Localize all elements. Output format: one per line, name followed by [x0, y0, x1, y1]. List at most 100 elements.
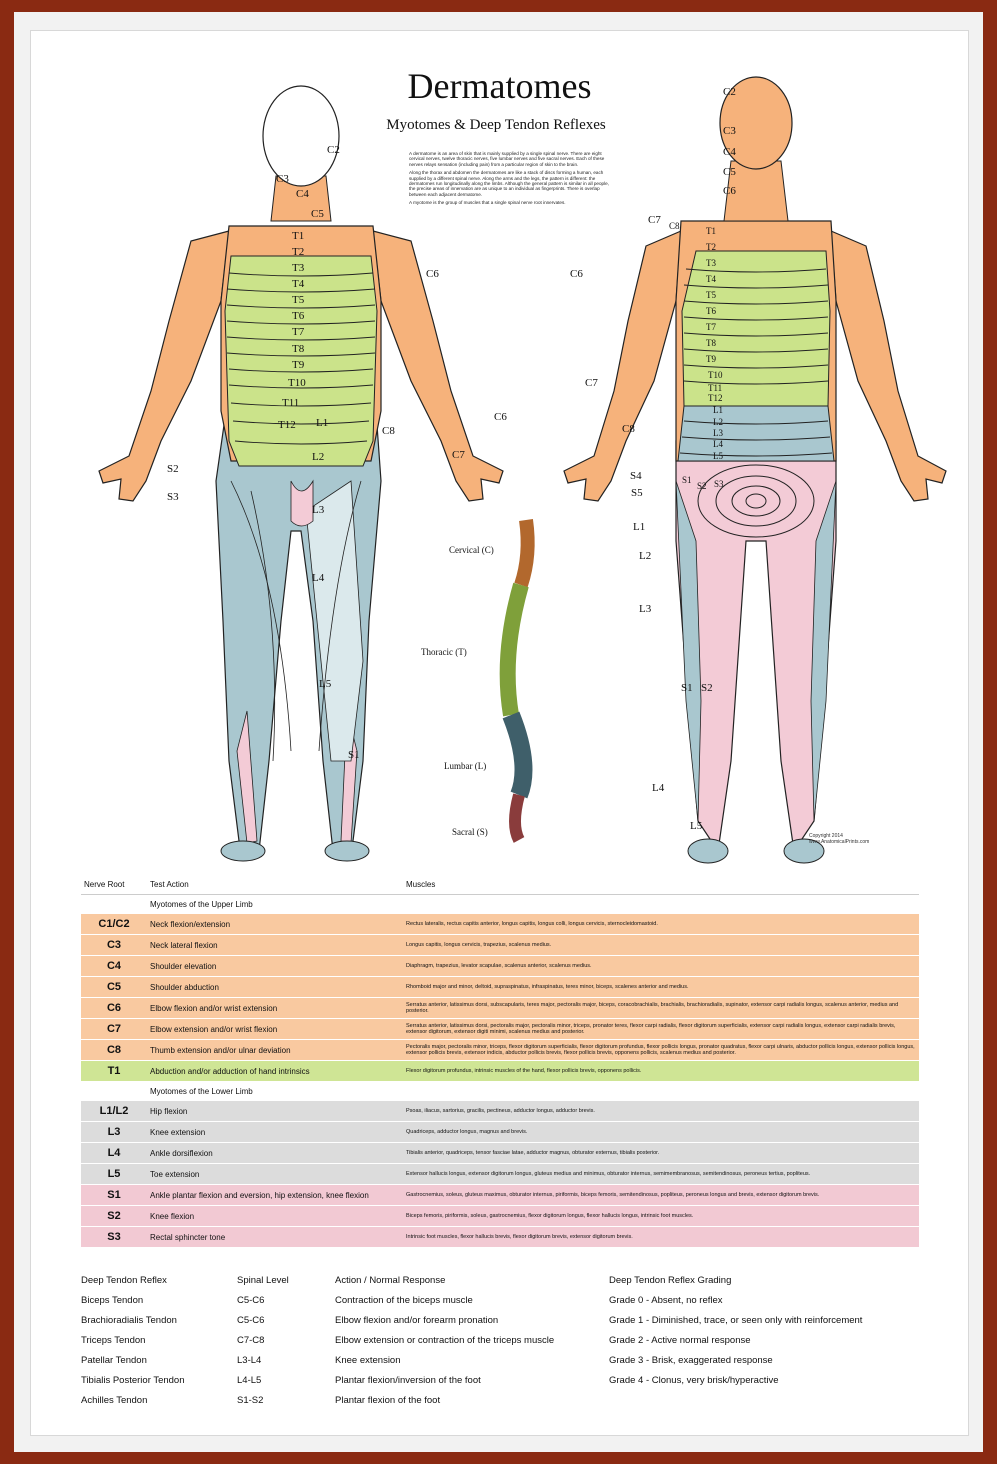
front-label-s3: S3: [167, 491, 179, 503]
back-label-t1: T1: [706, 226, 716, 236]
myotome-muscles: Pectoralis major, pectoralis minor, tric…: [403, 1039, 919, 1061]
back-leg-label-s2: S2: [701, 682, 713, 694]
back-right-arm: [830, 230, 947, 502]
back-label-c6: C6: [723, 185, 736, 197]
section-row: Myotomes of the Upper Limb: [81, 894, 919, 914]
myotome-root: L5: [81, 1163, 147, 1185]
myotome-action: Hip flexion: [147, 1100, 403, 1122]
myotome-root: C6: [81, 997, 147, 1019]
spine-illustration: [499, 519, 535, 843]
myotome-action: Ankle plantar flexion and eversion, hip …: [147, 1184, 403, 1206]
header-muscles: Muscles: [403, 874, 919, 895]
front-label-t1: T1: [292, 230, 305, 242]
front-label-s2: S2: [167, 463, 179, 475]
reflex-header-response: Action / Normal Response: [335, 1275, 446, 1286]
copyright-url: www.AnatomicalPrints.com: [809, 839, 870, 845]
front-label-c6: C6: [426, 268, 439, 280]
myotome-root: L4: [81, 1142, 147, 1164]
back-left-foot: [687, 838, 729, 864]
myotome-root: C8: [81, 1039, 147, 1061]
front-label-c2: C2: [327, 144, 340, 156]
back-label-c8-hand: C8: [622, 423, 635, 435]
front-label-l3: L3: [312, 504, 325, 516]
front-label-l5: L5: [319, 678, 332, 690]
back-label-s4: S4: [630, 470, 642, 482]
back-left-arm: [563, 230, 682, 502]
back-thoracic-bands: [679, 268, 833, 457]
poster-subtitle: Myotomes & Deep Tendon Reflexes: [386, 117, 606, 133]
front-label-t9: T9: [292, 359, 305, 371]
reflex-name: Triceps Tendon: [81, 1335, 146, 1346]
spine-cervical: [514, 519, 535, 588]
reflex-level: L4-L5: [237, 1375, 262, 1386]
back-label-t7: T7: [706, 322, 716, 332]
grading-row: Grade 0 - Absent, no reflex: [609, 1295, 723, 1306]
reflex-header-level: Spinal Level: [237, 1275, 289, 1286]
back-label-t5: T5: [706, 290, 716, 300]
front-genitals: [290, 479, 314, 527]
section-title-lower: Myotomes of the Lower Limb: [147, 1081, 919, 1101]
myotome-root: C4: [81, 955, 147, 977]
spine-label-lumbar: Lumbar (L): [444, 761, 487, 771]
spine-sacral: [509, 793, 525, 843]
front-label-c6-hand: C6: [494, 411, 507, 423]
front-left-foot: [220, 840, 266, 862]
myotome-root: C1/C2: [81, 913, 147, 935]
reflex-response: Contraction of the biceps muscle: [335, 1295, 473, 1306]
back-label-l5: L5: [713, 451, 723, 461]
grading-row: Grade 2 - Active normal response: [609, 1335, 751, 1346]
front-label-t3: T3: [292, 262, 305, 274]
reflex-level: C5-C6: [237, 1295, 265, 1306]
header-nerve-root: Nerve Root: [81, 874, 147, 895]
myotome-action: Knee extension: [147, 1121, 403, 1143]
back-leg-lumbar-strip: [675, 480, 702, 822]
front-right-foot: [324, 840, 370, 862]
front-label-t11: T11: [282, 397, 300, 409]
front-label-t6: T6: [292, 310, 305, 322]
front-label-t2: T2: [292, 246, 305, 258]
copyright-line: Copyright 2014: [809, 833, 843, 839]
back-label-t12: T12: [708, 393, 723, 403]
back-head: [719, 76, 793, 170]
myotome-action: Thumb extension and/or ulnar deviation: [147, 1039, 403, 1061]
front-label-c3: C3: [276, 173, 289, 185]
poster-title: Dermatomes: [407, 66, 592, 106]
back-leg-label-l2: L2: [639, 550, 652, 562]
back-leg-label-l3: L3: [639, 603, 652, 615]
reflex-level: C5-C6: [237, 1315, 265, 1326]
reflex-response: Plantar flexion/inversion of the foot: [335, 1375, 481, 1386]
front-label-t12: T12: [278, 419, 296, 431]
front-body-figure: [98, 85, 504, 862]
back-label-t6: T6: [706, 306, 716, 316]
back-leg-lumbar-strip: [810, 480, 837, 822]
myotome-muscles: Extensor hallucis longus, extensor digit…: [403, 1163, 919, 1185]
myotome-muscles: Gastrocnemius, soleus, gluteus maximus, …: [403, 1184, 919, 1206]
myotome-muscles: Diaphragm, trapezius, levator scapulae, …: [403, 955, 919, 977]
myotome-action: Ankle dorsiflexion: [147, 1142, 403, 1164]
copyright: Copyright 2014 www.AnatomicalPrints.com: [809, 833, 869, 845]
spine-thoracic: [499, 582, 529, 717]
spine-lumbar: [502, 711, 533, 799]
front-left-arm: [98, 230, 230, 502]
grading-row: Grade 1 - Diminished, trace, or seen onl…: [609, 1315, 863, 1326]
front-label-s1: S1: [348, 749, 360, 761]
back-label-t8: T8: [706, 338, 716, 348]
reflex-header-name: Deep Tendon Reflex: [81, 1275, 167, 1286]
header-test-action: Test Action: [147, 874, 403, 895]
intro-paragraph: A dermatome is an area of skin that is m…: [409, 151, 605, 167]
back-label-c6-arm: C6: [570, 268, 583, 280]
reflex-header-row: Deep Tendon Reflex Spinal Level Action /…: [81, 1275, 641, 1295]
reflex-response: Plantar flexion of the foot: [335, 1395, 441, 1406]
spine-label-thoracic: Thoracic (T): [421, 647, 467, 657]
myotome-muscles: Serratus anterior, latissimus dorsi, sub…: [403, 997, 919, 1019]
myotome-muscles: Psoas, iliacus, sartorius, gracilis, pec…: [403, 1100, 919, 1122]
front-leg-lines: [230, 480, 362, 762]
reflex-level: L3-L4: [237, 1355, 262, 1366]
